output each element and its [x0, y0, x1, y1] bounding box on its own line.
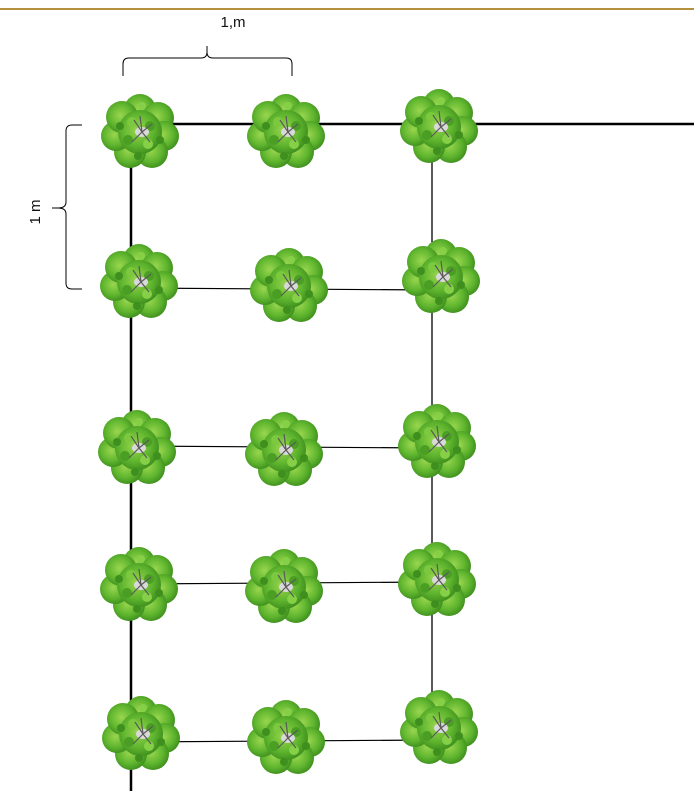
- tree-grid: [97, 88, 481, 775]
- horizontal-spacing-label: 1,m: [220, 14, 245, 31]
- tree-top-view-icon: [246, 699, 326, 775]
- tree-top-view-icon: [99, 546, 179, 622]
- tree-top-view-icon: [399, 88, 479, 164]
- tree-top-view-icon: [99, 243, 179, 319]
- tree-top-view-icon: [244, 411, 324, 487]
- tree-top-view-icon: [100, 93, 180, 169]
- tree-top-view-icon: [401, 238, 481, 314]
- tree-top-view-icon: [397, 541, 477, 617]
- top-border-rule: [0, 8, 694, 10]
- vertical-spacing-label: 1 m: [27, 199, 44, 224]
- tree-top-view-icon: [246, 93, 326, 169]
- tree-top-view-icon: [97, 409, 177, 485]
- horizontal-dimension-brace: [122, 46, 293, 76]
- tree-top-view-icon: [244, 548, 324, 624]
- vertical-dimension-brace: [52, 124, 82, 290]
- tree-top-view-icon: [101, 695, 181, 771]
- tree-top-view-icon: [399, 689, 479, 765]
- tree-top-view-icon: [249, 247, 329, 323]
- tree-top-view-icon: [397, 403, 477, 479]
